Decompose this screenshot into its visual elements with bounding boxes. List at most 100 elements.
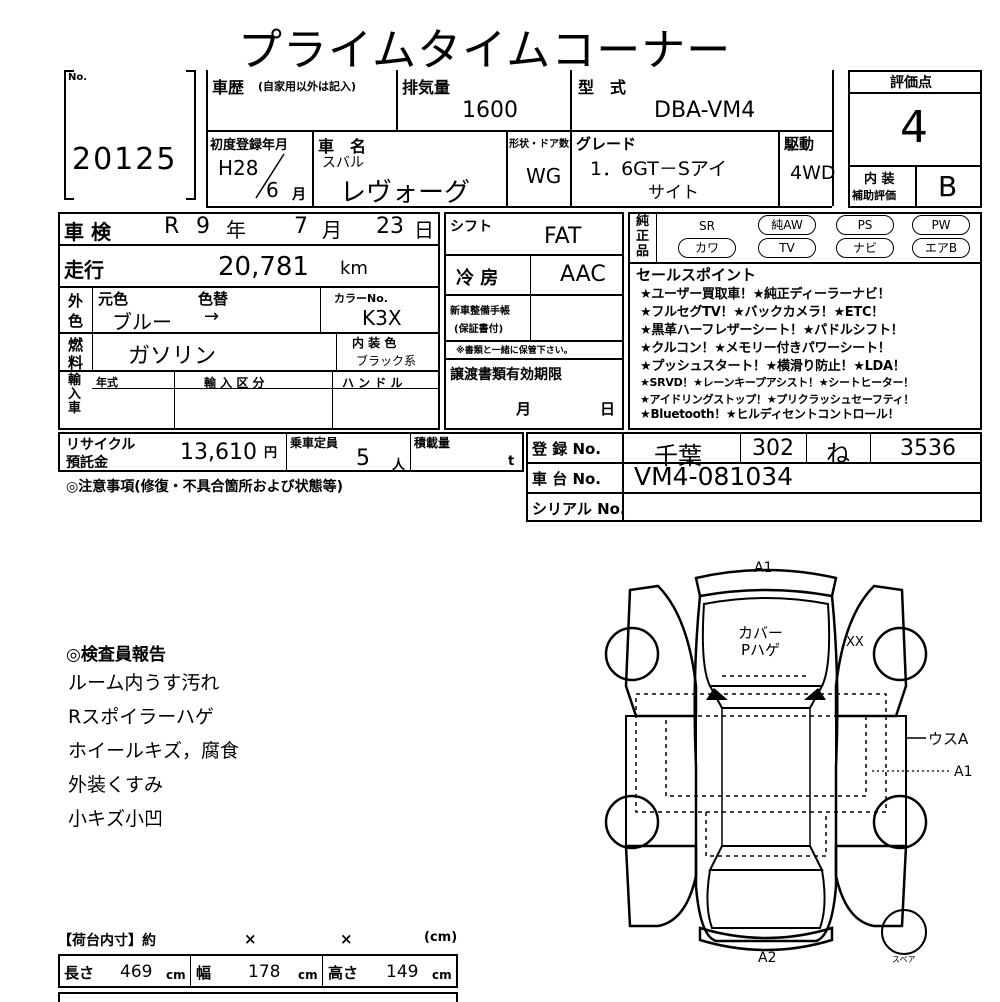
diagram-label-spare: スペア <box>892 955 915 964</box>
recycle-label-1: リサイクル <box>66 437 136 453</box>
color-change-label: 色替 <box>198 290 229 308</box>
grid-line <box>92 286 93 370</box>
shape-label: 形状・ドア数 <box>509 139 569 150</box>
interior-score-label-2: 補助評価 <box>852 189 896 202</box>
recycle-value: 13,610 <box>180 440 257 465</box>
load-unit: t <box>508 454 515 469</box>
cargo-width: 178 <box>248 962 281 982</box>
inspection-month: 7 <box>294 214 308 239</box>
diagram-label-hood-2: Pハゲ <box>741 641 780 659</box>
load-label: 積載量 <box>414 436 451 450</box>
fuel-label-1: 燃 <box>68 336 84 354</box>
selling-point-1: ★ユーザー買取車！★純正ディーラーナビ！ <box>640 287 891 302</box>
recycle-unit: 円 <box>264 446 278 461</box>
grade-line2: サイト <box>648 183 699 203</box>
cargo-bottom-block <box>58 992 458 1002</box>
first-reg-divider <box>255 153 285 199</box>
grid-line <box>778 130 780 206</box>
grid-line <box>740 432 741 462</box>
grid-line <box>622 432 624 522</box>
first-reg-label: 初度登録年月 <box>210 138 289 153</box>
notes-label: ◎注意事項(修復・不具合箇所および状態等) <box>66 479 344 495</box>
recycle-label-2: 預託金 <box>66 455 108 471</box>
cargo-length-label: 長さ <box>64 964 95 982</box>
model-label: 型 式 <box>578 78 627 97</box>
capacity-label: 乗車定員 <box>290 436 339 450</box>
grid-line <box>396 70 398 130</box>
grid-line <box>526 492 982 494</box>
cargo-width-label: 幅 <box>196 964 212 982</box>
model-value: DBA-VM4 <box>654 98 756 123</box>
color-orig-label: 元色 <box>98 290 129 308</box>
shift-label: シフト <box>450 219 492 235</box>
recycle-block <box>58 432 524 472</box>
equip-airbag: エアB <box>912 238 970 258</box>
serial-label: シリアル No. <box>532 500 626 518</box>
cargo-x2: × <box>340 930 353 948</box>
lot-bracket-bottom <box>64 198 74 200</box>
inspector-report-label: ◎検査員報告 <box>66 645 166 665</box>
grade-line1: 1．6GT－Sアイ <box>590 158 727 180</box>
car-name: レヴォーグ <box>340 178 471 208</box>
grid-line <box>832 70 834 206</box>
fuel-value: ガソリン <box>128 344 217 369</box>
grid-line <box>570 70 572 130</box>
history-label: 車歴 <box>212 78 245 97</box>
score-label: 評価点 <box>890 75 932 91</box>
diagram-label-right-2: A1 <box>954 764 972 780</box>
inspection-label: 車 検 <box>64 220 111 244</box>
service-book-label-2: (保証書付) <box>454 324 504 335</box>
grid-line <box>656 212 657 262</box>
docs-expiry-label: 譲渡書類有効期限 <box>450 367 562 383</box>
interior-color: ブラック系 <box>356 354 417 368</box>
displacement-value: 1600 <box>462 98 518 123</box>
selling-points-label: セールスポイント <box>636 266 757 284</box>
inspection-era: R <box>164 214 180 239</box>
grid-line <box>410 432 411 472</box>
mileage-value: 20,781 <box>218 252 309 282</box>
car-maker: スバル <box>322 155 364 171</box>
selling-point-6: ★SRVD！★レーンキープアシスト！★シートヒーター！ <box>640 376 914 389</box>
grid-line <box>322 954 323 988</box>
grid-line <box>444 254 624 256</box>
grid-line <box>286 432 287 472</box>
chassis-label: 車 台 No. <box>532 470 602 488</box>
selling-point-4: ★クルコン！★メモリー付きパワーシート！ <box>640 341 891 356</box>
page-title: プライムタイムコーナー <box>238 25 732 76</box>
cargo-x1: × <box>244 930 257 948</box>
cargo-height: 149 <box>386 962 419 982</box>
grid-line <box>444 294 624 296</box>
grid-line <box>915 165 917 208</box>
lot-bracket-left <box>64 70 66 198</box>
inspection-day: 23 <box>376 214 404 239</box>
car-name-label: 車 名 <box>318 137 367 156</box>
ac-value: AAC <box>560 262 606 287</box>
grid-line <box>336 332 337 370</box>
diagram-label-top: A1 <box>754 560 772 576</box>
grade-label: グレード <box>576 135 637 153</box>
mileage-unit: km <box>340 258 368 279</box>
lot-bracket-top-r <box>186 70 196 72</box>
lot-number: 20125 <box>72 142 178 177</box>
cargo-length-unit: cm <box>166 968 186 982</box>
grid-line <box>628 262 982 264</box>
interior-color-label: 内 装 色 <box>352 336 397 350</box>
import-label: 輸入車 <box>68 373 82 416</box>
grid-line <box>526 462 982 464</box>
displacement-label: 排気量 <box>402 78 451 97</box>
grid-line <box>174 370 175 430</box>
cargo-height-unit: cm <box>432 968 452 982</box>
lot-bracket-top <box>64 70 74 72</box>
lot-no-label: No. <box>68 72 88 83</box>
fuel-label-2: 料 <box>68 354 84 372</box>
shape-value: WG <box>526 164 562 188</box>
capacity-unit: 人 <box>392 458 406 473</box>
equipment-label: 純正品 <box>636 214 650 259</box>
color-code-label: カラーNo. <box>334 292 388 305</box>
inspection-month-unit: 月 <box>322 218 342 242</box>
grid-line <box>506 130 508 206</box>
inspector-line-3: ホイールキズ，腐食 <box>68 740 240 762</box>
service-book-label-1: 新車整備手帳 <box>450 306 510 317</box>
inspector-line-4: 外装くすみ <box>68 774 164 796</box>
equip-power-steering: PS <box>836 215 894 235</box>
